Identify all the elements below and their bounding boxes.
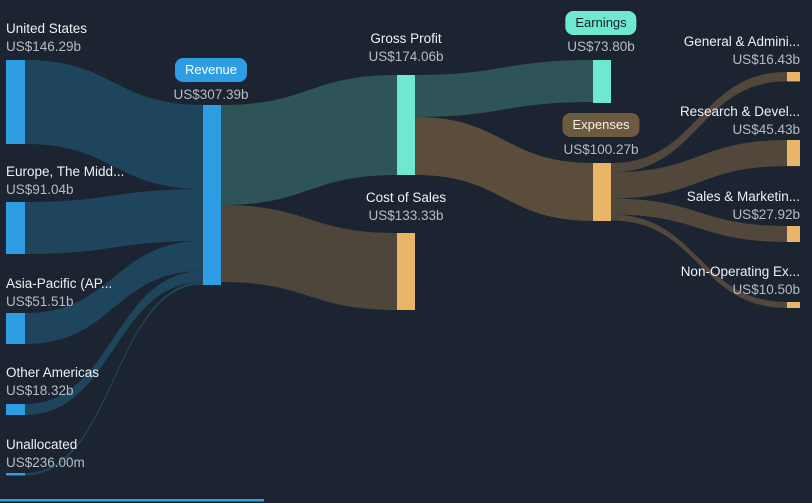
flow-expenses-to-sales-marketing[interactable] bbox=[611, 198, 787, 243]
node-revenue[interactable] bbox=[203, 105, 221, 285]
node-value-general-admin: US$16.43b bbox=[732, 52, 800, 67]
flow-revenue-to-cost-of-sales[interactable] bbox=[221, 205, 397, 310]
flow-united-states-to-revenue[interactable] bbox=[25, 60, 203, 189]
node-value-sales-marketing: US$27.92b bbox=[732, 207, 800, 222]
node-other-americas[interactable] bbox=[6, 404, 25, 415]
node-value-non-operating: US$10.50b bbox=[732, 282, 800, 297]
node-earnings[interactable] bbox=[593, 60, 611, 103]
node-general-admin[interactable] bbox=[787, 72, 800, 82]
flow-expenses-to-non-operating[interactable] bbox=[611, 214, 787, 309]
node-label-sales-marketing: Sales & Marketin... bbox=[686, 189, 800, 204]
node-expenses[interactable] bbox=[593, 163, 611, 221]
node-value-other-americas: US$18.32b bbox=[6, 383, 74, 398]
node-label-general-admin: General & Admini... bbox=[683, 34, 800, 49]
flow-other-americas-to-revenue[interactable] bbox=[25, 271, 203, 415]
node-unallocated[interactable] bbox=[6, 473, 25, 476]
node-europe[interactable] bbox=[6, 202, 25, 254]
node-value-cost-of-sales: US$133.33b bbox=[368, 208, 444, 223]
node-value-gross-profit: US$174.06b bbox=[368, 49, 444, 64]
node-label-asia-pacific: Asia-Pacific (AP... bbox=[6, 276, 113, 291]
node-value-unallocated: US$236.00m bbox=[6, 455, 85, 470]
bottom-accent-line bbox=[0, 499, 264, 502]
node-value-expenses: US$100.27b bbox=[563, 142, 639, 157]
node-value-earnings: US$73.80b bbox=[567, 39, 635, 54]
flow-europe-to-revenue[interactable] bbox=[25, 189, 203, 254]
flow-expenses-to-research-dev[interactable] bbox=[611, 140, 787, 199]
node-badge-revenue[interactable]: Revenue bbox=[174, 58, 248, 82]
node-sales-marketing[interactable] bbox=[787, 226, 800, 242]
node-label-unallocated: Unallocated bbox=[6, 437, 78, 452]
node-label-cost-of-sales: Cost of Sales bbox=[365, 190, 447, 205]
node-asia-pacific[interactable] bbox=[6, 313, 25, 344]
node-value-asia-pacific: US$51.51b bbox=[6, 294, 74, 309]
node-badge-earnings[interactable]: Earnings bbox=[565, 11, 637, 35]
node-value-revenue: US$307.39b bbox=[173, 87, 249, 102]
node-label-research-dev: Research & Devel... bbox=[679, 104, 800, 119]
node-gross-profit[interactable] bbox=[397, 75, 415, 175]
node-label-other-americas: Other Americas bbox=[6, 365, 100, 380]
node-label-united-states: United States bbox=[6, 21, 88, 36]
node-non-operating[interactable] bbox=[787, 302, 800, 308]
node-value-research-dev: US$45.43b bbox=[732, 122, 800, 137]
flow-gross-profit-to-expenses[interactable] bbox=[415, 117, 593, 221]
node-cost-of-sales[interactable] bbox=[397, 233, 415, 310]
node-label-europe: Europe, The Midd... bbox=[6, 164, 125, 179]
node-label-gross-profit: Gross Profit bbox=[370, 31, 442, 46]
flow-unallocated-to-revenue[interactable] bbox=[25, 282, 203, 476]
flow-revenue-to-gross-profit[interactable] bbox=[221, 75, 397, 205]
node-value-united-states: US$146.29b bbox=[6, 39, 82, 54]
node-value-europe: US$91.04b bbox=[6, 182, 74, 197]
flow-gross-profit-to-earnings[interactable] bbox=[415, 60, 593, 117]
flow-expenses-to-general-admin[interactable] bbox=[611, 72, 787, 173]
node-research-dev[interactable] bbox=[787, 140, 800, 167]
node-badge-expenses[interactable]: Expenses bbox=[562, 113, 640, 137]
node-united-states[interactable] bbox=[6, 60, 25, 144]
flow-asia-pacific-to-revenue[interactable] bbox=[25, 241, 203, 344]
node-label-non-operating: Non-Operating Ex... bbox=[680, 264, 800, 279]
